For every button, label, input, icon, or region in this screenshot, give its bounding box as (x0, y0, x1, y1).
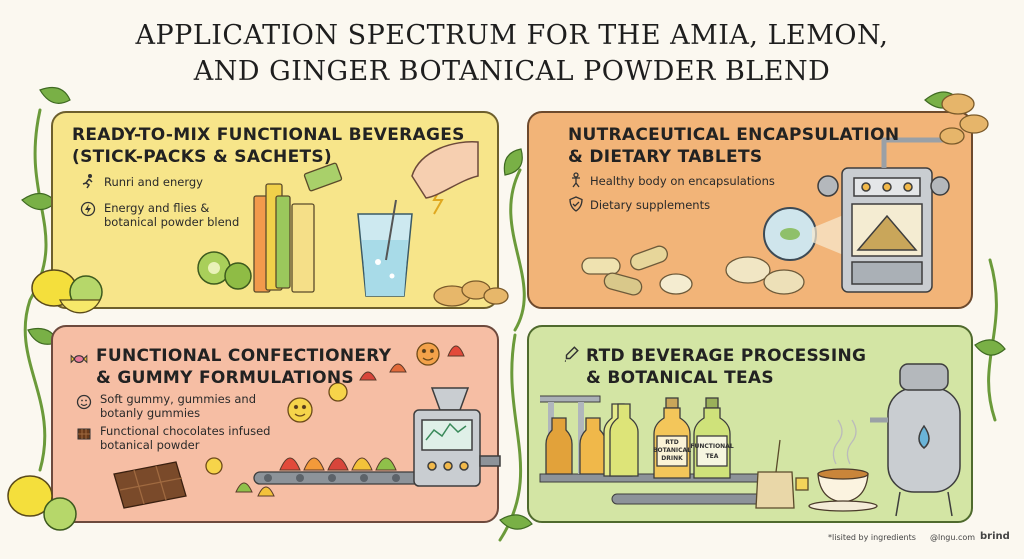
juice-bottles-illustration (545, 403, 639, 477)
lemon-illustration (31, 269, 103, 314)
vine-decoration (23, 108, 998, 542)
functional-tea-bottle-illustration (693, 397, 731, 479)
shield-icon (569, 196, 583, 212)
footer-note: *lisited by ingredients (828, 533, 916, 542)
dropper-icon (564, 346, 579, 362)
leaf-decorations (21, 87, 1006, 530)
rtd-label-line2: BOTANICAL (653, 447, 691, 454)
energy-icon (80, 201, 96, 217)
capsules-illustration (581, 245, 805, 296)
ready-to-mix-title-line2: (STICK-PACKS & SACHETS) (72, 147, 332, 167)
rtd-title-line2: & BOTANICAL TEAS (586, 368, 774, 388)
tea-cup-illustration (808, 419, 878, 512)
body-icon (572, 172, 580, 188)
confectionery-bullet-1-line1: Soft gummy, gummies and (100, 392, 257, 406)
rtd-title-line1: RTD BEVERAGE PROCESSING (586, 346, 867, 366)
gummy-drops-illustration (235, 345, 465, 497)
ginger-root-illustration (939, 93, 989, 145)
ready-to-mix-bullet-2-line1: Energy and flies & (104, 201, 210, 215)
nutraceutical-bullet-1: Healthy body on encapsulations (590, 174, 775, 188)
gummy-machine-illustration (413, 387, 501, 487)
tea-label-line1: FUNCTIONAL (690, 443, 733, 450)
confectionery-bullet-2-line1: Functional chocolates infused (100, 424, 271, 438)
page-title-line1: APPLICATION SPECTRUM FOR THE AMIA, LEMON… (135, 20, 889, 51)
ready-to-mix-bullet-2-line2: botanical powder blend (104, 215, 240, 229)
tea-bag-illustration (755, 439, 809, 509)
drink-glass-illustration (357, 185, 444, 297)
microscope-view-illustration (763, 207, 846, 261)
rtd-label-line3: DRINK (661, 455, 683, 462)
hand-illustration (411, 141, 479, 199)
candy-icon (70, 354, 88, 364)
page-title-line2: AND GINGER BOTANICAL POWDER BLEND (193, 56, 831, 87)
ready-to-mix-bullet-1: Runri and energy (104, 175, 203, 189)
footer-site: @lngu.com (930, 533, 976, 542)
confectionery-bullet-2-line2: botanical powder (100, 438, 200, 452)
smiley-gummies-illustration (205, 342, 440, 475)
ginger-illustration (433, 280, 509, 307)
chocolate-icon (77, 428, 91, 440)
amla-fruit-illustration (197, 251, 252, 290)
confectionery-title-line1: FUNCTIONAL CONFECTIONERY (96, 346, 392, 366)
rtd-bottle-illustration (653, 397, 691, 479)
lemon-slice-illustration (7, 475, 77, 531)
nutraceutical-title-line1: NUTRACEUTICAL ENCAPSULATION (568, 125, 900, 145)
smiley-icon (76, 394, 92, 410)
confectionery-bullet-1-line2: botanly gummies (100, 406, 201, 420)
footer-brand: brind (980, 531, 1010, 542)
nutraceutical-bullet-2: Dietary supplements (590, 198, 711, 212)
encapsulation-machine-illustration (817, 137, 954, 293)
conveyor-belt-illustration (253, 471, 431, 485)
tea-label-line2: TEA (706, 453, 719, 460)
stick-pack-illustrations (253, 162, 343, 293)
ready-to-mix-title-line1: READY-TO-MIX FUNCTIONAL BEVERAGES (72, 125, 465, 145)
nutraceutical-title-line2: & DIETARY TABLETS (568, 147, 763, 167)
confectionery-title-line2: & GUMMY FORMULATIONS (96, 368, 354, 388)
running-icon (82, 174, 93, 189)
chocolate-bar-illustration (113, 461, 187, 509)
rtd-label-line1: RTD (665, 439, 678, 446)
processing-tank-illustration (870, 363, 961, 517)
